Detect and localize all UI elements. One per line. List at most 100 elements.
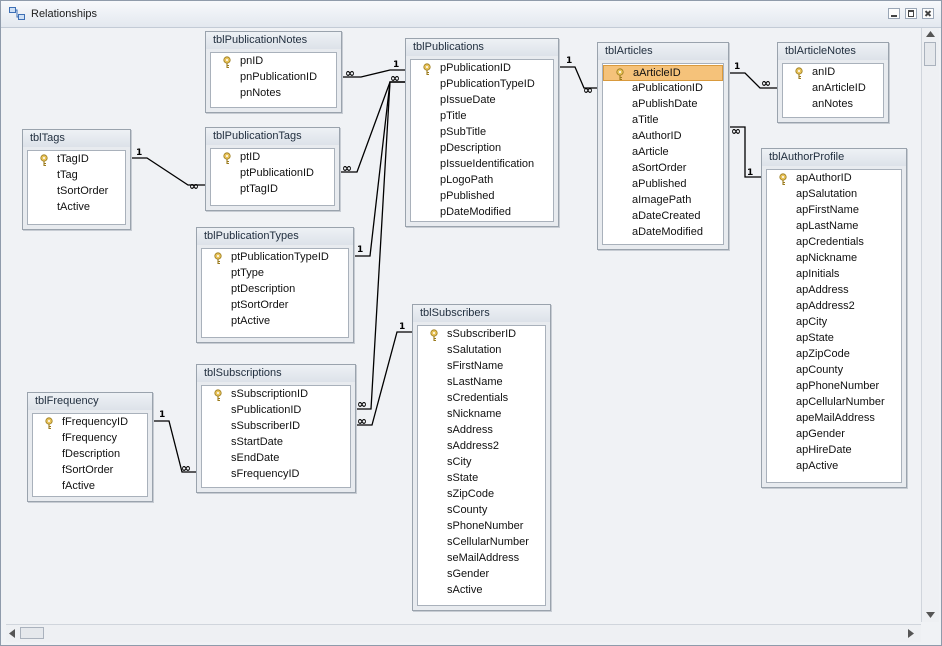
field-row[interactable]: sCounty xyxy=(418,503,545,519)
field-row[interactable]: tSortOrder xyxy=(28,184,125,200)
table-header[interactable]: tblArticleNotes xyxy=(778,43,888,60)
field-row[interactable]: pTitle xyxy=(411,109,553,125)
field-row[interactable]: apFirstName xyxy=(767,203,901,219)
field-row[interactable]: anNotes xyxy=(783,97,883,113)
field-row[interactable]: pSubTitle xyxy=(411,125,553,141)
scroll-right-icon[interactable] xyxy=(908,629,914,638)
field-row[interactable]: apAddress xyxy=(767,283,901,299)
field-row[interactable]: apActive xyxy=(767,459,901,475)
field-row[interactable]: tTag xyxy=(28,168,125,184)
field-row[interactable]: fActive xyxy=(33,479,147,495)
field-row[interactable]: aTitle xyxy=(603,113,723,129)
field-row[interactable]: sCellularNumber xyxy=(418,535,545,551)
field-row[interactable]: aPublicationID xyxy=(603,81,723,97)
title-bar[interactable]: Relationships xyxy=(1,1,941,28)
table-header[interactable]: tblPublicationNotes xyxy=(206,32,341,49)
field-row[interactable]: sGender xyxy=(418,567,545,583)
field-row[interactable]: pIssueIdentification xyxy=(411,157,553,173)
field-row[interactable]: apPhoneNumber xyxy=(767,379,901,395)
field-row[interactable]: pDescription xyxy=(411,141,553,157)
field-row[interactable]: sEndDate xyxy=(202,451,350,467)
field-row[interactable]: ptSortOrder xyxy=(202,298,348,314)
field-row[interactable]: aArticle xyxy=(603,145,723,161)
field-row[interactable]: apCredentials xyxy=(767,235,901,251)
minimize-button[interactable] xyxy=(888,8,900,19)
field-row[interactable]: pPublicationTypeID xyxy=(411,77,553,93)
field-row[interactable]: sAddress2 xyxy=(418,439,545,455)
field-row[interactable]: sLastName xyxy=(418,375,545,391)
field-row[interactable]: sAddress xyxy=(418,423,545,439)
table-header[interactable]: tblFrequency xyxy=(28,393,152,410)
field-row[interactable]: sZipCode xyxy=(418,487,545,503)
field-row[interactable]: fSortOrder xyxy=(33,463,147,479)
field-row[interactable]: apHireDate xyxy=(767,443,901,459)
field-row[interactable]: sSubscriptionID xyxy=(202,387,350,403)
field-row[interactable]: apeMailAddress xyxy=(767,411,901,427)
field-row[interactable]: pLogoPath xyxy=(411,173,553,189)
horizontal-scroll-thumb[interactable] xyxy=(20,627,44,639)
field-row[interactable]: ptType xyxy=(202,266,348,282)
field-row[interactable]: pnID xyxy=(211,54,336,70)
close-button[interactable] xyxy=(922,8,934,19)
field-row[interactable]: aDateCreated xyxy=(603,209,723,225)
field-row[interactable]: apNickname xyxy=(767,251,901,267)
scroll-down-icon[interactable] xyxy=(926,612,935,618)
field-row[interactable]: apLastName xyxy=(767,219,901,235)
field-row[interactable]: fFrequencyID xyxy=(33,415,147,431)
table-header[interactable]: tblPublications xyxy=(406,39,558,56)
field-row[interactable]: apGender xyxy=(767,427,901,443)
field-row[interactable]: pDateModified xyxy=(411,205,553,221)
field-row[interactable]: pnPublicationID xyxy=(211,70,336,86)
field-row[interactable]: tActive xyxy=(28,200,125,216)
field-row[interactable]: apCellularNumber xyxy=(767,395,901,411)
field-row[interactable]: apAuthorID xyxy=(767,171,901,187)
field-row[interactable]: sFrequencyID xyxy=(202,467,350,483)
field-row[interactable]: aAuthorID xyxy=(603,129,723,145)
table-header[interactable]: tblArticles xyxy=(598,43,728,60)
field-row[interactable]: sSubscriberID xyxy=(418,327,545,343)
field-row[interactable]: aPublishDate xyxy=(603,97,723,113)
field-row[interactable]: ptTagID xyxy=(211,182,334,198)
field-row[interactable]: apState xyxy=(767,331,901,347)
field-row[interactable]: sStartDate xyxy=(202,435,350,451)
scroll-up-icon[interactable] xyxy=(926,31,935,37)
field-row[interactable]: apZipCode xyxy=(767,347,901,363)
field-row[interactable]: aImagePath xyxy=(603,193,723,209)
field-row[interactable]: ptID xyxy=(211,150,334,166)
field-row[interactable]: fDescription xyxy=(33,447,147,463)
field-row[interactable]: apAddress2 xyxy=(767,299,901,315)
field-row[interactable]: aDateModified xyxy=(603,225,723,241)
field-row[interactable]: sSubscriberID xyxy=(202,419,350,435)
field-row[interactable]: apCounty xyxy=(767,363,901,379)
field-row[interactable]: pnNotes xyxy=(211,86,336,102)
table-header[interactable]: tblSubscribers xyxy=(413,305,550,322)
field-row[interactable]: aPublished xyxy=(603,177,723,193)
field-row[interactable]: sCredentials xyxy=(418,391,545,407)
vertical-scrollbar[interactable] xyxy=(921,28,939,622)
field-row[interactable]: pPublished xyxy=(411,189,553,205)
field-row[interactable]: pIssueDate xyxy=(411,93,553,109)
field-row[interactable]: ptPublicationID xyxy=(211,166,334,182)
table-header[interactable]: tblAuthorProfile xyxy=(762,149,906,166)
field-row[interactable]: aArticleID xyxy=(603,65,723,81)
field-row[interactable]: ptDescription xyxy=(202,282,348,298)
field-row[interactable]: apCity xyxy=(767,315,901,331)
table-header[interactable]: tblTags xyxy=(23,130,130,147)
field-row[interactable]: sActive xyxy=(418,583,545,599)
